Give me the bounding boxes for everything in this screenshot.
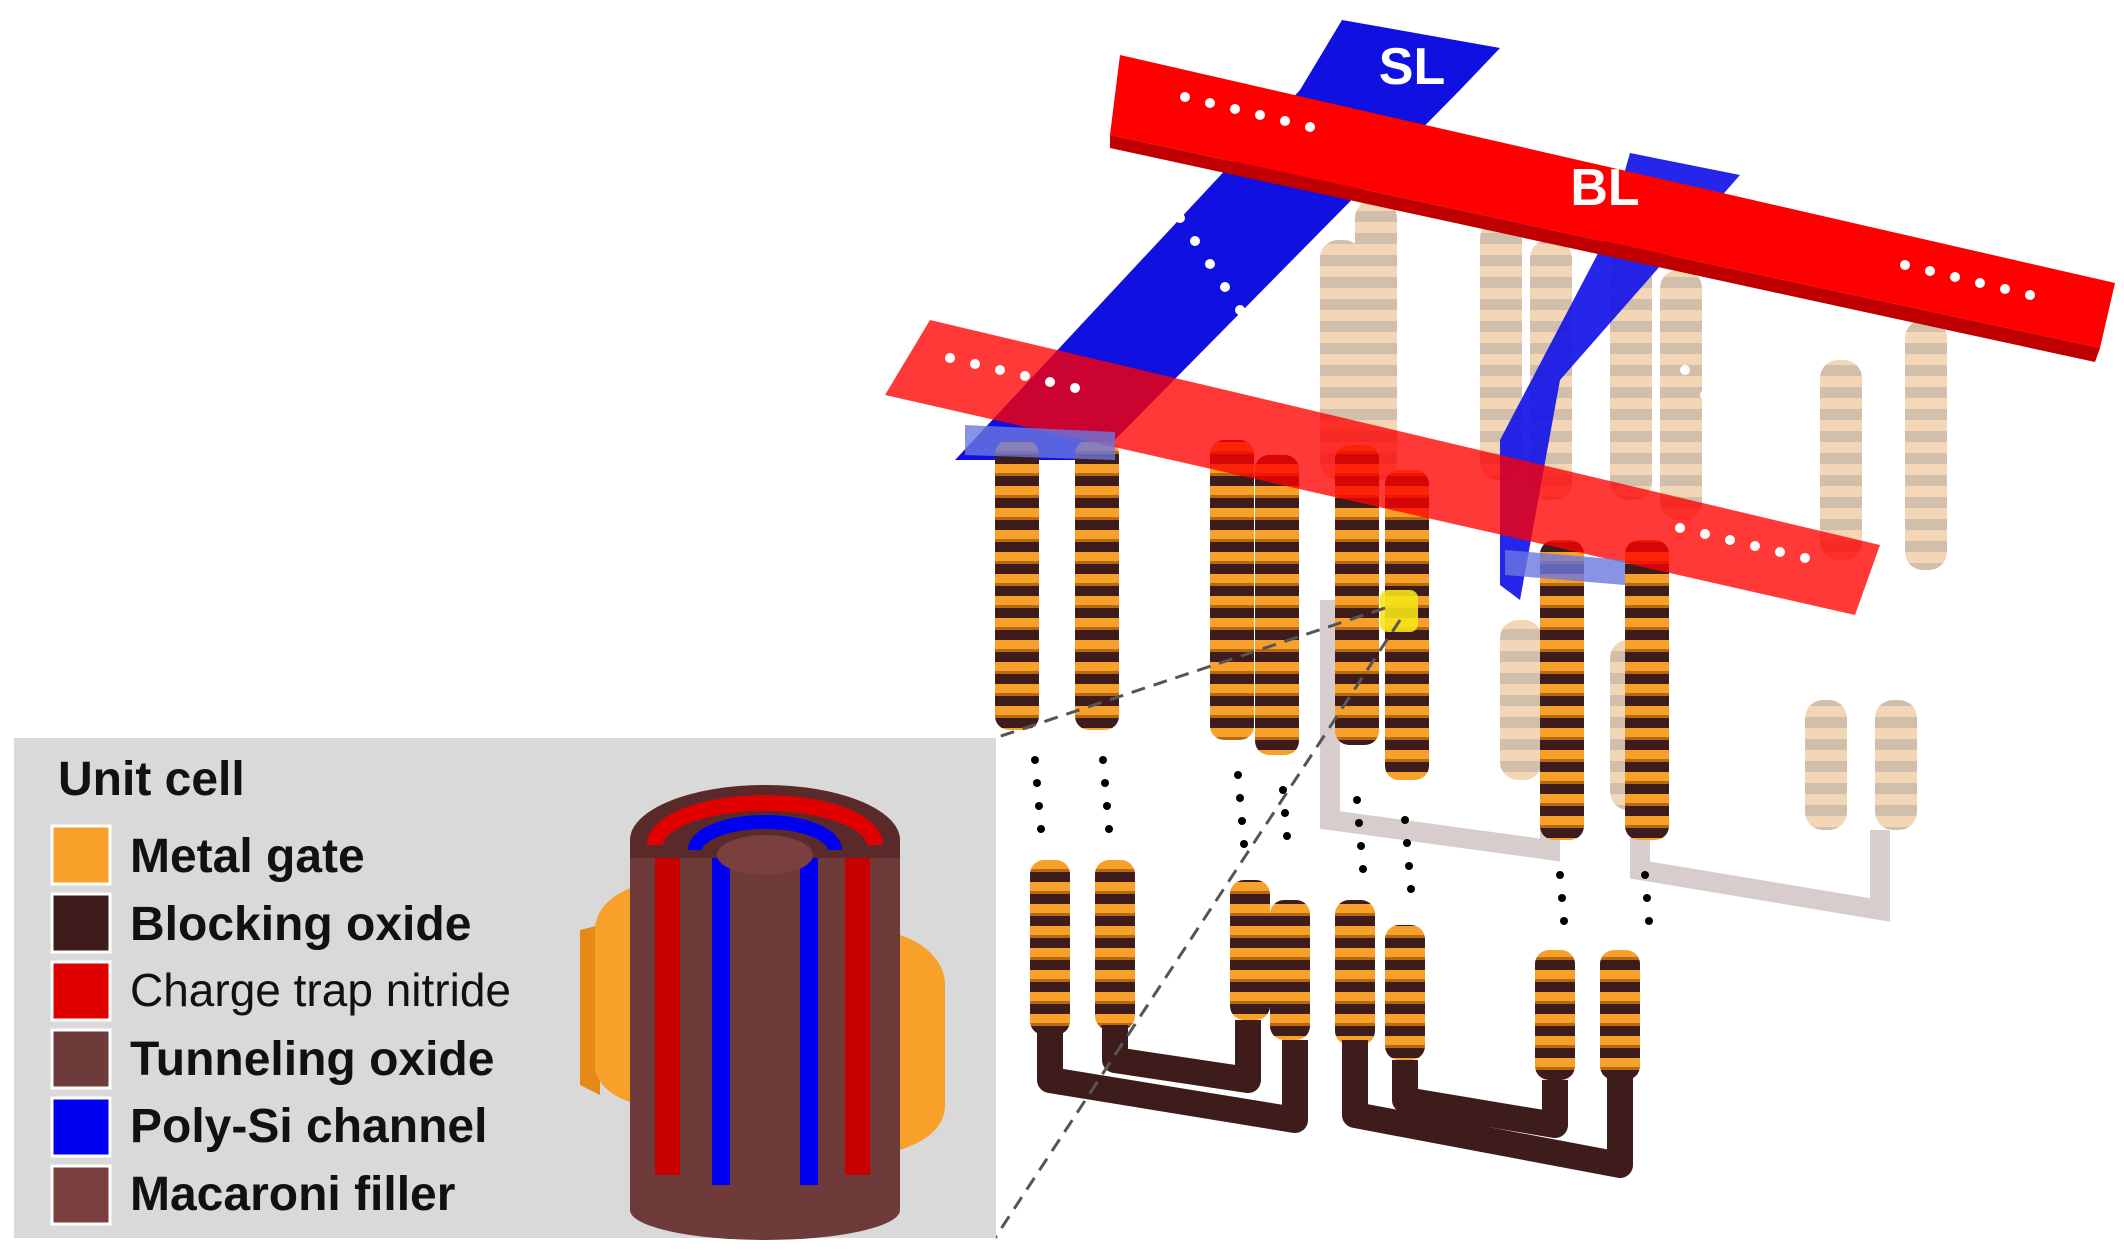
front-pillars-upper [995, 440, 1669, 840]
unit-cell-cutaway [580, 785, 945, 1240]
svg-text:Metal gate: Metal gate [130, 830, 365, 883]
legend-item-tunneling-oxide: Tunneling oxide [50, 1028, 494, 1090]
svg-text:Tunneling oxide: Tunneling oxide [130, 1033, 494, 1086]
legend-item-macaroni-filler: Macaroni filler [50, 1164, 455, 1226]
highlighted-unit-cell [1380, 590, 1418, 632]
source-line-front-plate [965, 425, 1115, 460]
legend-item-poly-si-channel: Poly-Si channel [50, 1096, 487, 1158]
sl-dots-right [1680, 365, 1790, 500]
zoom-guide-lines [993, 606, 1402, 1239]
svg-text:Poly-Si channel: Poly-Si channel [130, 1100, 487, 1153]
svg-text:Macaroni filler: Macaroni filler [130, 1168, 455, 1221]
svg-text:Blocking oxide: Blocking oxide [130, 898, 471, 951]
sl-label: SL [1379, 38, 1445, 96]
bl-label: BL [1570, 159, 1639, 217]
legend-item-blocking-oxide: Blocking oxide [50, 892, 471, 954]
bit-line-back [1110, 55, 2115, 348]
lower-pillars [1030, 860, 1640, 1080]
continuation-dots [1031, 756, 1653, 925]
bl-dots-front [945, 353, 1810, 563]
legend-title: Unit cell [58, 753, 245, 806]
legend-item-charge-trap-nitride: Charge trap nitride [50, 960, 511, 1022]
bit-line-front [885, 320, 1880, 615]
unit-cell-panel: Unit cell Metal gate Blocking oxide Char… [14, 738, 996, 1240]
svg-text:Charge trap nitride: Charge trap nitride [130, 964, 511, 1016]
legend-item-metal-gate: Metal gate [50, 824, 365, 886]
u-pipes [1037, 1020, 1633, 1178]
bl-dots-back [1180, 92, 2035, 300]
sl-dots-back [1160, 190, 1245, 315]
